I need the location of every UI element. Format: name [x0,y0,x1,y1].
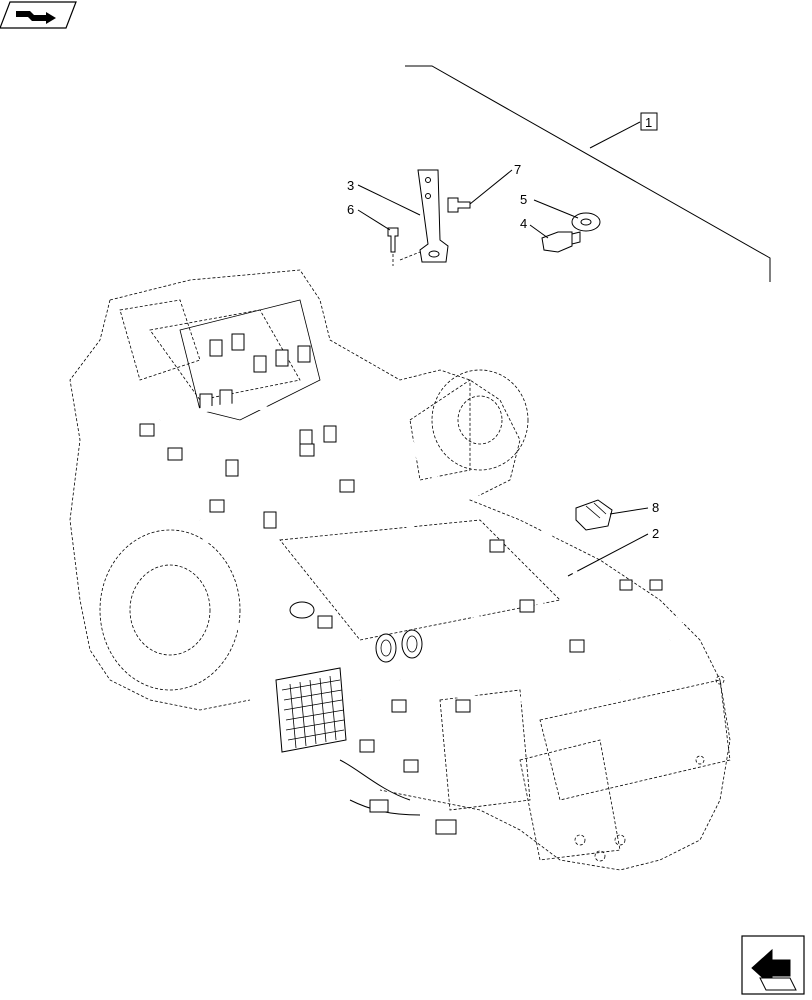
callout-2-label: 2 [652,526,659,541]
callout-5-label: 5 [520,192,527,207]
callout-1: 1 [640,112,658,131]
connector-8 [575,499,613,531]
transmission-housing [69,269,731,871]
callout-8-label: 8 [652,500,659,515]
bolt-7 [447,197,471,213]
callout-3-label: 3 [347,178,354,193]
bolt-4 [541,231,581,253]
leader-lines [357,169,649,577]
valve-block [179,299,337,529]
filter-housing [275,601,347,753]
assembly-bracket [405,65,771,282]
bolt-6 [387,227,421,266]
next-page-arrow-icon[interactable] [741,935,805,995]
harness-connectors [139,423,663,835]
callout-7-label: 7 [514,162,521,177]
washer-5 [571,212,601,232]
callout-6-label: 6 [347,202,354,217]
bracket-part [417,169,449,263]
callout-1-label: 1 [645,115,652,130]
wiring-harness [159,392,691,832]
round-connectors [375,629,423,663]
callout-4-label: 4 [520,216,527,231]
previous-page-arrow-icon[interactable] [0,1,77,29]
